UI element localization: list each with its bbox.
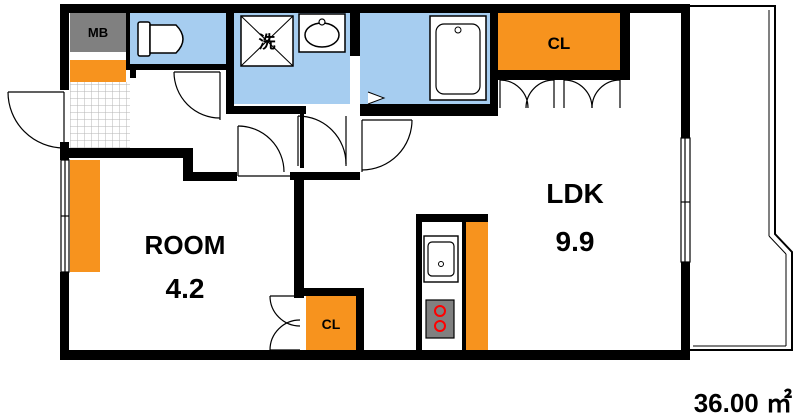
room-window[interactable] [60, 159, 70, 273]
room-name: ROOM [145, 230, 226, 260]
ldk-window[interactable] [680, 137, 691, 263]
washer-cross-2 [240, 15, 294, 67]
bathtub-icon [429, 15, 487, 101]
ldk-name: LDK [546, 178, 604, 209]
ldk-size: 9.9 [556, 226, 595, 257]
sink-icon [423, 235, 459, 283]
toilet-door[interactable] [173, 71, 221, 120]
ldk-door[interactable] [361, 119, 413, 172]
kitchen-cabinet [466, 222, 488, 350]
closet-small-door[interactable] [269, 295, 301, 351]
closet-small [306, 296, 356, 350]
closet-top [498, 12, 620, 70]
kitchen-counter-divider [462, 222, 466, 350]
entrance-floor [70, 82, 130, 150]
washer-label: 洗 [259, 32, 276, 53]
walls [60, 4, 690, 360]
toilet-icon [137, 21, 184, 57]
closet-top-label: CL [548, 34, 571, 53]
entrance-shelf [70, 60, 126, 82]
washroom-door-marker [367, 91, 386, 105]
closet-top-doors[interactable] [499, 79, 621, 109]
washroom-door[interactable] [297, 115, 347, 166]
room-door[interactable] [237, 125, 290, 177]
basin-icon [298, 13, 346, 53]
balcony [689, 5, 793, 351]
closet-small-label: CL [322, 316, 341, 332]
room-size: 4.2 [166, 273, 205, 304]
room-closet-left [70, 160, 100, 272]
stove-icon [425, 299, 455, 339]
balcony-inner-rail-2 [768, 235, 787, 255]
meter-box-label: MB [88, 25, 108, 40]
meter-box [70, 12, 126, 52]
total-area: 36.00 ㎡ [694, 388, 792, 418]
entrance-door[interactable] [7, 91, 65, 149]
